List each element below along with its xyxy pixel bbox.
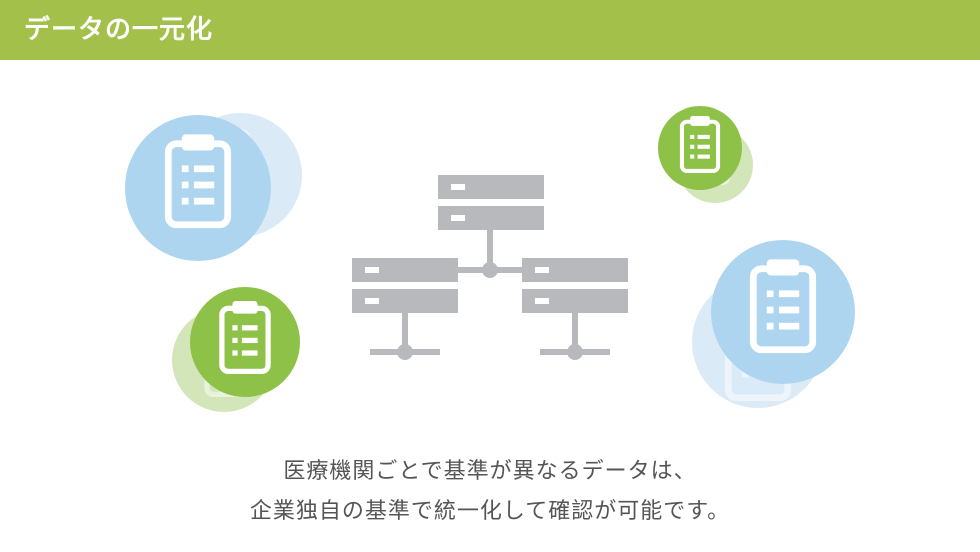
document-blue-top-left (125, 113, 302, 261)
server-stack-icon (352, 175, 628, 360)
page-title: データの一元化 (24, 15, 214, 45)
description-line-1: 医療機関ごとで基準が異なるデータは、 (283, 459, 697, 484)
document-green-bottom-left (172, 287, 300, 412)
description-text: 医療機関ごとで基準が異なるデータは、 企業独自の基準で統一化して確認が可能です。 (0, 452, 980, 532)
document-green-top-right (658, 106, 753, 203)
title-bar: データの一元化 (0, 0, 980, 60)
document-blue-bottom-right (692, 240, 855, 408)
data-centralization-illustration (125, 106, 855, 412)
description-line-2: 企業独自の基準で統一化して確認が可能です。 (249, 499, 731, 524)
